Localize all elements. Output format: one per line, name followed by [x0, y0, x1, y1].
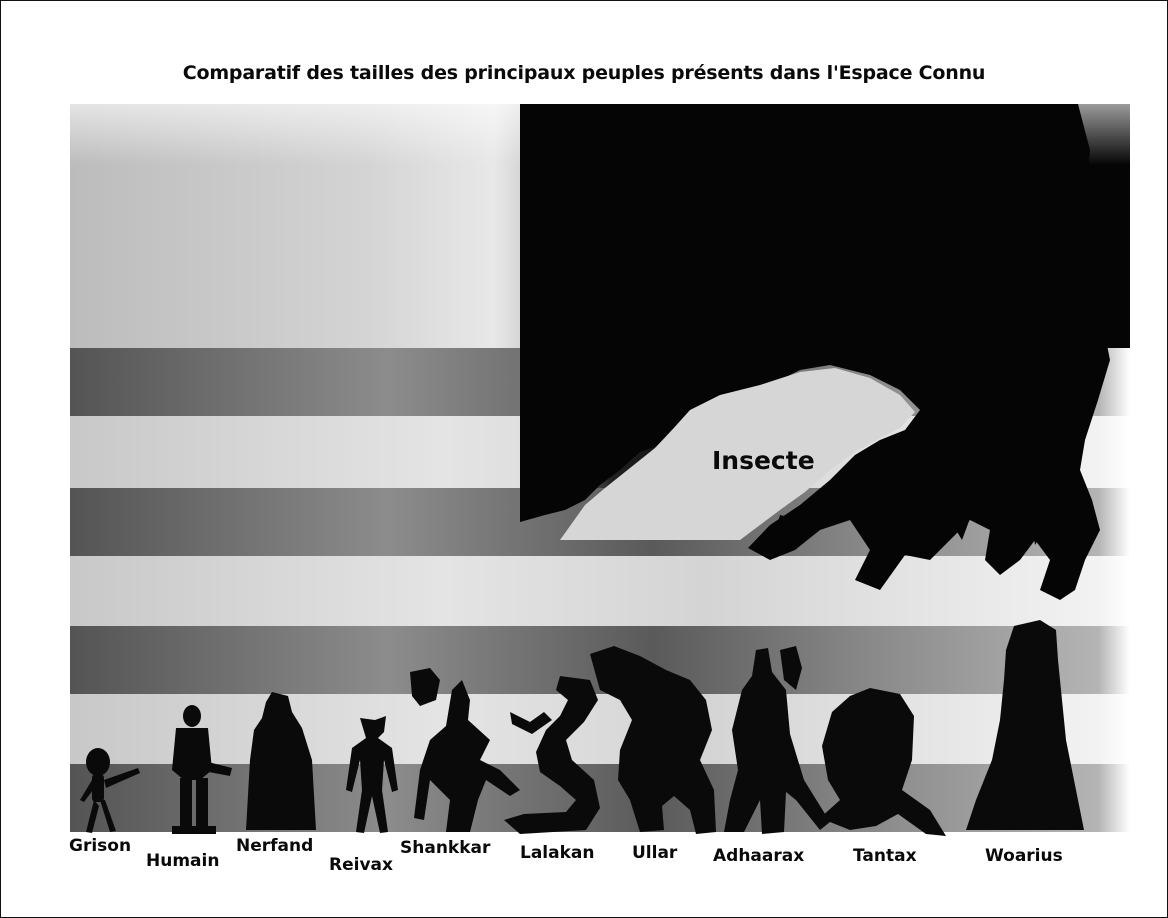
humain-silhouette — [172, 705, 232, 834]
nerfand-silhouette — [246, 692, 316, 830]
insecte-label: Insecte — [712, 446, 815, 475]
label-tantax: Tantax — [853, 846, 917, 866]
reivax-silhouette — [346, 716, 398, 833]
label-lalakan: Lalakan — [520, 843, 594, 863]
chart-title: Comparatif des tailles des principaux pe… — [182, 62, 986, 84]
label-reivax: Reivax — [329, 855, 393, 875]
label-nerfand: Nerfand — [236, 836, 313, 856]
label-shankkar: Shankkar — [400, 838, 491, 858]
label-adhaarax: Adhaarax — [713, 846, 804, 866]
shankkar-silhouette — [410, 668, 520, 832]
people-labels: Grison Humain Nerfand Reivax Shankkar La… — [69, 836, 1063, 875]
adhaarax-silhouette — [724, 646, 830, 834]
ullar-silhouette — [590, 646, 716, 834]
label-ullar: Ullar — [632, 843, 678, 863]
label-humain: Humain — [146, 851, 219, 871]
label-woarius: Woarius — [985, 846, 1063, 866]
peoples-silhouettes — [80, 620, 1084, 836]
grison-silhouette — [80, 748, 140, 833]
insecte-background-gap — [560, 368, 915, 540]
tantax-silhouette — [820, 688, 946, 836]
lalakan-silhouette — [504, 676, 600, 834]
woarius-silhouette — [966, 620, 1084, 830]
label-grison: Grison — [69, 836, 131, 856]
insecte-silhouette — [520, 104, 1115, 600]
